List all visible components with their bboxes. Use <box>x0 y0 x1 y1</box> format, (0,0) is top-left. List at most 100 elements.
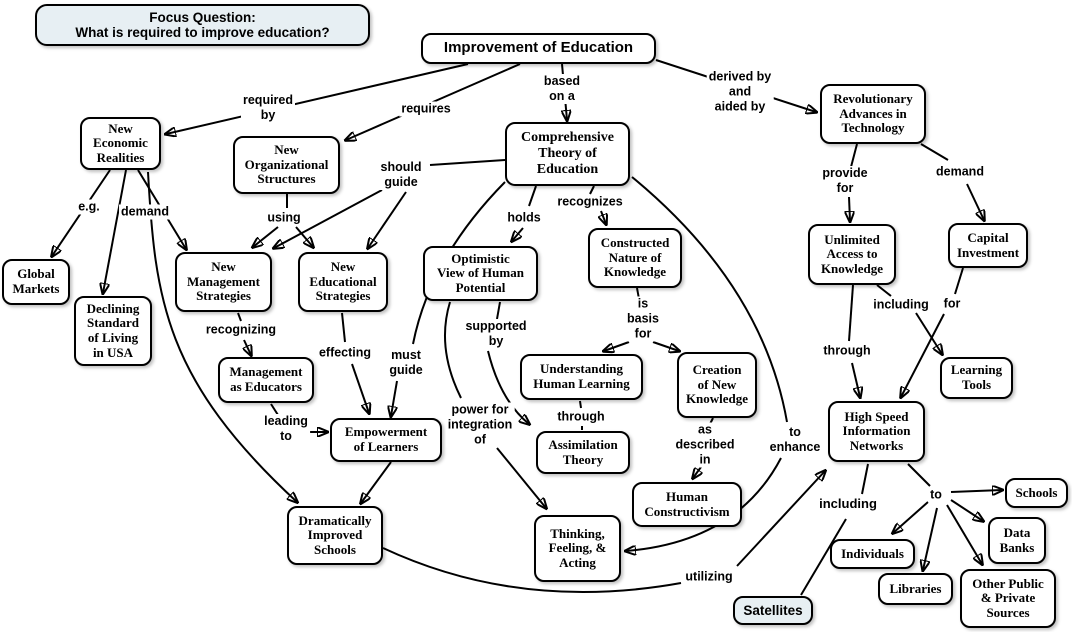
node-declining-standard-of-living[interactable]: Declining Standard of Living in USA <box>74 296 152 366</box>
link-label-recognizes: recognizes <box>555 194 625 210</box>
edge-mae-leadingto <box>270 403 279 416</box>
node-schools[interactable]: Schools <box>1005 478 1068 508</box>
edge-demand-ci <box>966 183 984 220</box>
edge-demand-dis <box>147 171 297 502</box>
node-data-banks[interactable]: Data Banks <box>988 517 1046 564</box>
link-label-requires: requires <box>399 101 453 117</box>
node-new-management-strategies[interactable]: New Management Strategies <box>175 252 272 312</box>
link-label-based-on-a: based on a <box>541 74 583 104</box>
node-understanding-human-learning[interactable]: Understanding Human Learning <box>520 354 643 400</box>
edge-shouldguide-nms <box>274 189 383 248</box>
node-thinking-feeling-acting[interactable]: Thinking, Feeling, & Acting <box>534 515 621 582</box>
edge-providefor-uak <box>849 196 850 221</box>
link-label-power-for-integration-of: power for integration of <box>445 402 515 448</box>
node-capital-investment[interactable]: Capital Investment <box>948 223 1028 268</box>
node-constructed-nature-of-knowledge[interactable]: Constructed Nature of Knowledge <box>588 228 682 288</box>
edge-including-hsin <box>861 463 869 495</box>
edge-including-learningtools <box>915 312 942 354</box>
link-label-through-right: through <box>821 343 873 359</box>
focus-question-box: Focus Question: What is required to impr… <box>35 4 370 46</box>
node-new-educational-strategies[interactable]: New Educational Strategies <box>298 252 388 312</box>
node-new-organizational-structures[interactable]: New Organizational Structures <box>233 136 340 194</box>
edge-eol-dis <box>361 461 392 503</box>
edge-described-hc <box>693 466 701 478</box>
link-label-derived-by-aided-by: derived by and aided by <box>706 69 774 115</box>
edge-using-nes <box>295 226 313 247</box>
link-label-as-described-in: as described in <box>673 422 737 468</box>
edge-hsin-to <box>907 463 931 487</box>
edge-to-otherpublic <box>946 504 982 564</box>
link-label-holds: holds <box>505 210 543 226</box>
link-label-supported-by: supported by <box>463 319 529 349</box>
edge-basis-uhl <box>604 341 630 351</box>
node-revolutionary-advances-in-technology[interactable]: Revolutionary Advances in Technology <box>820 84 926 144</box>
link-label-to: to <box>928 487 944 503</box>
edge-ovhp-power <box>443 301 462 399</box>
edge-effecting-eol <box>351 363 369 413</box>
node-improvement-of-education[interactable]: Improvement of Education <box>421 33 656 64</box>
node-learning-tools[interactable]: Learning Tools <box>940 357 1013 399</box>
edge-dis-utilizing <box>382 547 682 593</box>
node-creation-of-new-knowledge[interactable]: Creation of New Knowledge <box>677 352 757 418</box>
edge-nms-recognizing <box>237 312 242 322</box>
edge-required-by <box>166 63 469 134</box>
link-label-demand-right: demand <box>934 164 986 180</box>
edge-utilizing-hsin <box>736 471 825 567</box>
edge-holds-ovhp <box>512 227 524 241</box>
link-label-must-guide: must guide <box>387 348 425 378</box>
edge-nes-effecting <box>341 312 346 343</box>
edge-cte-recognizes <box>589 185 595 195</box>
edge-uhl-through <box>579 400 582 409</box>
link-label-for: for <box>941 296 963 312</box>
edge-basis-creation <box>652 341 679 351</box>
node-other-public-private-sources[interactable]: Other Public & Private Sources <box>960 569 1056 628</box>
link-label-using: using <box>265 210 303 226</box>
node-satellites[interactable]: Satellites <box>733 596 813 625</box>
link-label-including-right: including <box>871 297 931 313</box>
edge-to-databanks <box>950 499 983 521</box>
edge-cte-holds <box>528 185 537 207</box>
edge-supported-assimilation <box>487 350 529 424</box>
edge-rat-demand <box>920 143 949 161</box>
node-comprehensive-theory-of-education[interactable]: Comprehensive Theory of Education <box>505 122 630 186</box>
edge-shouldguide-cte <box>429 159 506 166</box>
edge-power-tfa <box>496 447 546 508</box>
node-unlimited-access-to-knowledge[interactable]: Unlimited Access to Knowledge <box>808 224 896 285</box>
link-label-provide-for: provide for <box>820 166 870 196</box>
node-dramatically-improved-schools[interactable]: Dramatically Improved Schools <box>287 506 383 565</box>
edge-recognizes-cnk <box>601 210 606 224</box>
node-human-constructivism[interactable]: Human Constructivism <box>632 482 742 527</box>
node-assimilation-theory[interactable]: Assimilation Theory <box>536 431 630 474</box>
edge-mustguide-eol <box>391 380 398 416</box>
node-individuals[interactable]: Individuals <box>830 539 915 569</box>
edge-recognizing-mae <box>244 339 251 355</box>
link-label-recognizing: recognizing <box>203 322 279 338</box>
link-label-required-by: required by <box>240 93 296 123</box>
node-empowerment-of-learners[interactable]: Empowerment of Learners <box>330 418 442 462</box>
edge-to-libraries <box>923 507 938 570</box>
edge-shouldguide-nes <box>368 191 407 248</box>
edge-to-individuals <box>893 501 929 533</box>
node-libraries[interactable]: Libraries <box>878 573 953 605</box>
node-high-speed-information-networks[interactable]: High Speed Information Networks <box>828 401 925 462</box>
link-label-including-bottom: including <box>817 496 879 512</box>
node-management-as-educators[interactable]: Management as Educators <box>218 357 314 403</box>
edge-eg-declining <box>103 169 127 293</box>
edge-ci-for <box>954 267 964 295</box>
link-label-effecting: effecting <box>316 345 374 361</box>
node-new-economic-realities[interactable]: New Economic Realities <box>80 117 161 170</box>
link-label-leading-to: leading to <box>262 414 310 444</box>
edge-ovhp-supported <box>496 301 501 320</box>
link-label-to-enhance: to enhance <box>767 425 823 455</box>
edge-to-schools <box>950 490 1002 492</box>
node-global-markets[interactable]: Global Markets <box>2 259 70 305</box>
edge-using-nms <box>253 226 279 247</box>
node-optimistic-view-of-human-potential[interactable]: Optimistic View of Human Potential <box>423 246 538 301</box>
link-label-eg: e.g. <box>76 199 102 215</box>
edge-cte-toenhance <box>631 176 788 423</box>
edge-for-hsin <box>901 313 945 397</box>
edge-rat-providefor <box>850 143 858 168</box>
edge-satellites-including <box>800 518 847 596</box>
link-label-through-center: through <box>555 409 607 425</box>
